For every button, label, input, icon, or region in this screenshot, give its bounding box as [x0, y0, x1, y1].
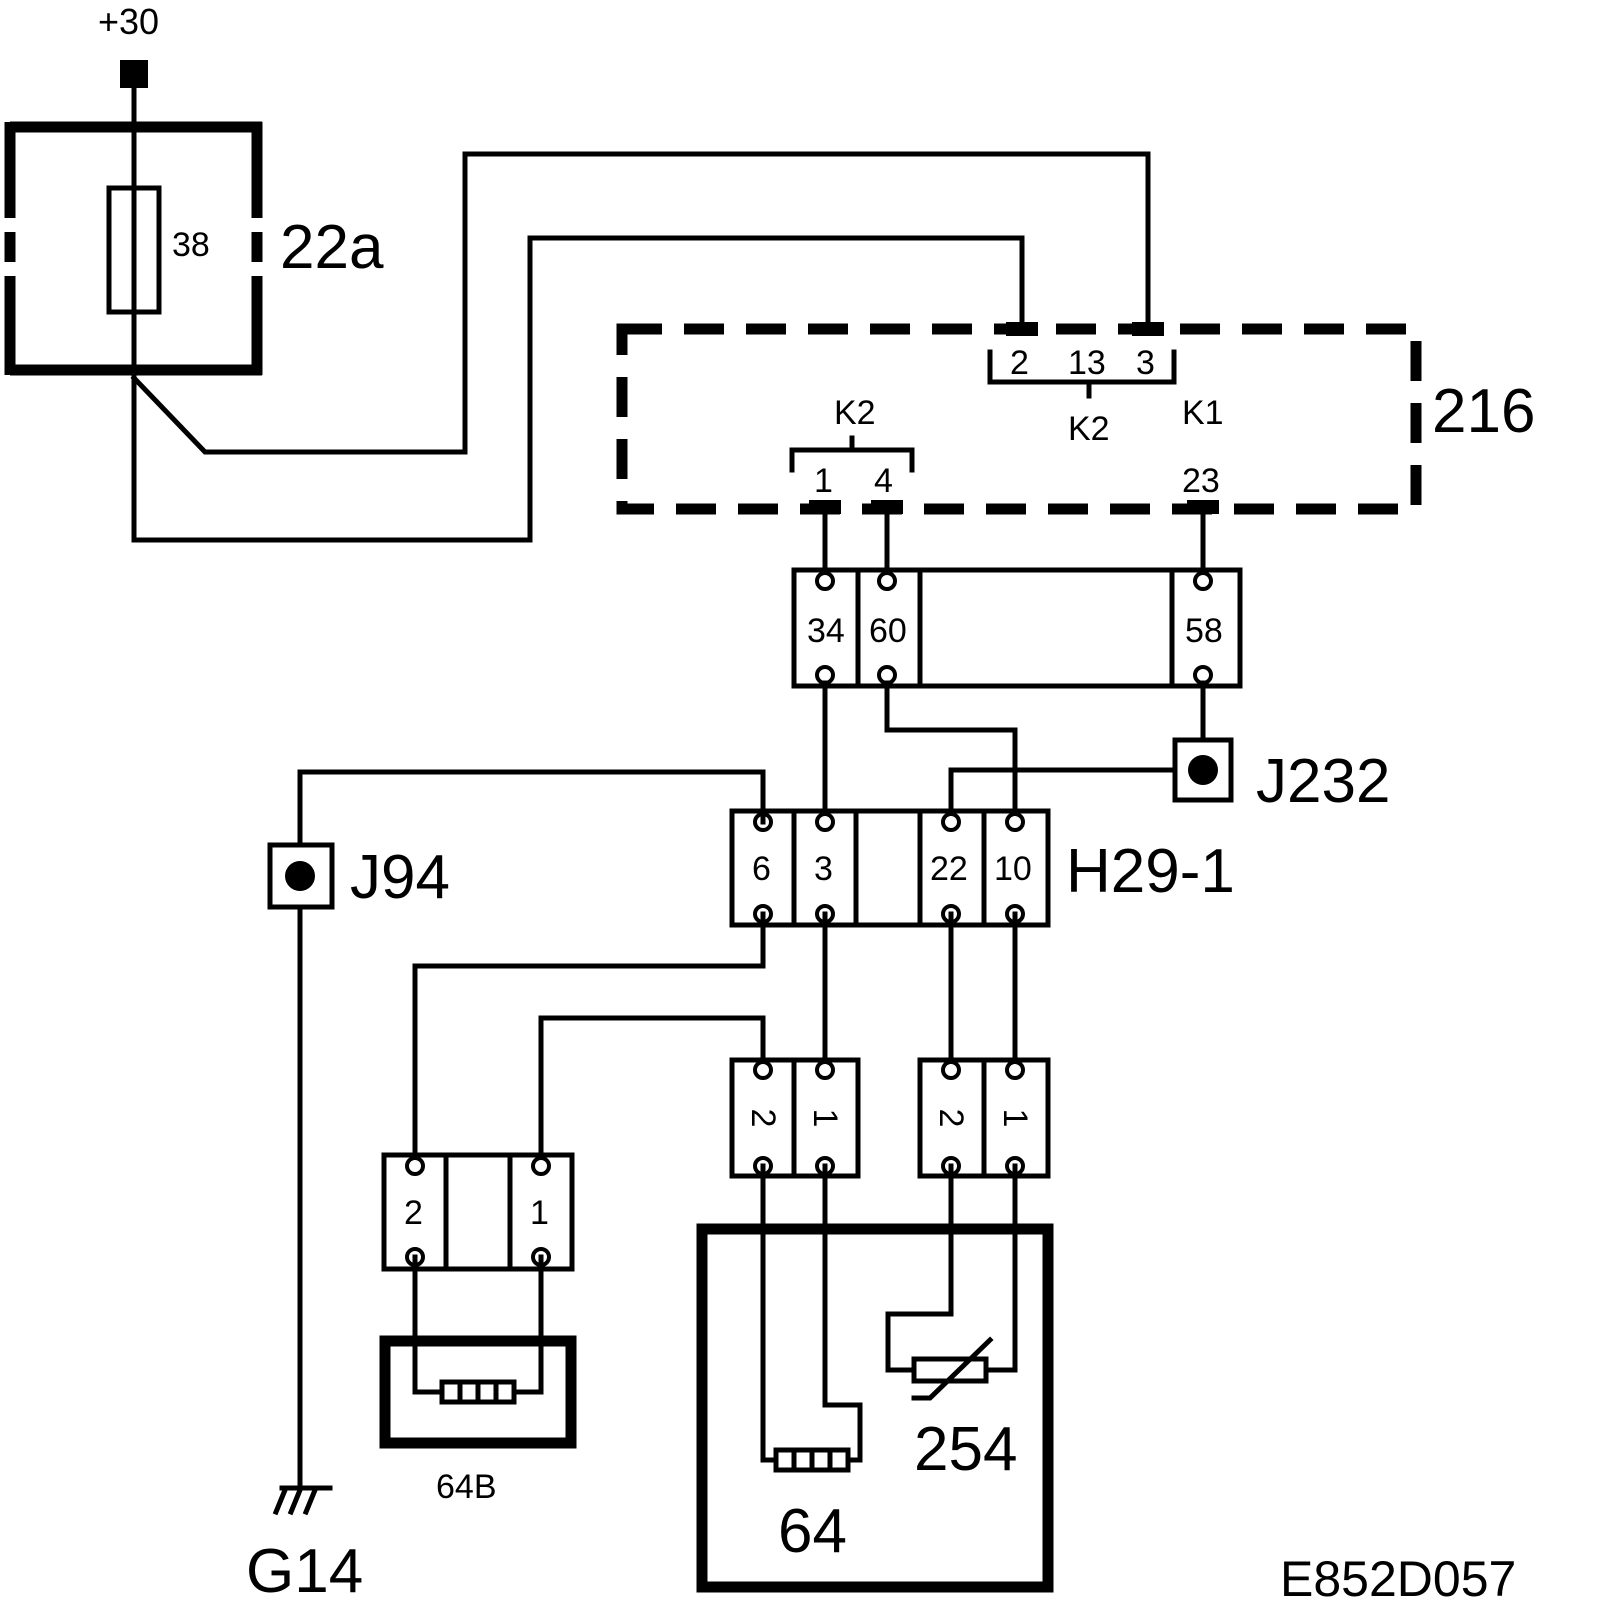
component-64b-label: 64B — [436, 1468, 497, 1506]
wire-6-to-j94 — [297, 769, 766, 848]
module-pin-4-stub — [871, 500, 903, 514]
relay-k2-label-top: K2 — [1068, 410, 1110, 448]
wire-60-to-10 — [884, 680, 1018, 825]
component-64-label: 64 — [778, 1497, 847, 1566]
module-pin-3: 3 — [1136, 344, 1155, 382]
wire-feed — [131, 85, 1025, 543]
relay-k2-bracket-top — [987, 349, 1177, 385]
connector-upper-pin-34: 34 — [807, 612, 845, 650]
connector-upper-pin-58: 58 — [1185, 612, 1223, 650]
diagram-code: E852D057 — [1280, 1551, 1516, 1607]
h29-pin-6: 6 — [752, 850, 771, 888]
h29-label: H29-1 — [1066, 837, 1235, 906]
thermistor-254-icon — [911, 1336, 994, 1401]
wire-254-b — [983, 1163, 1018, 1373]
connector-right-pin-1: 1 — [996, 1109, 1034, 1128]
relay-k1-label: K1 — [1182, 394, 1224, 432]
component-64b-outline — [379, 1335, 577, 1449]
connector-mid-pin-1: 1 — [806, 1109, 844, 1128]
wire-64b — [412, 1254, 445, 1395]
module-pin-23-stub — [1187, 500, 1219, 514]
supply-label: +30 — [98, 1, 159, 42]
module-pin-4: 4 — [874, 462, 893, 500]
connector-left-pin-1: 1 — [530, 1194, 549, 1232]
component-254-label: 254 — [914, 1415, 1017, 1484]
module-pin-3-stub — [1132, 322, 1164, 336]
junction-j94-dot — [285, 861, 315, 891]
junction-j232-label: J232 — [1256, 747, 1390, 816]
connector-mid-pin-2: 2 — [744, 1109, 782, 1128]
junction-j232-dot — [1188, 755, 1218, 785]
junction-j94-label: J94 — [350, 843, 450, 912]
connector-upper — [791, 567, 1243, 689]
wire-254-a — [885, 1163, 954, 1373]
wire-6-to-left-2 — [412, 911, 766, 1169]
wire-left-1-to-mid-2 — [538, 1015, 766, 1169]
module-pin-23: 23 — [1182, 462, 1220, 500]
ground-label: G14 — [246, 1537, 363, 1606]
fuse-label: 38 — [172, 226, 210, 264]
supply-terminal — [120, 60, 148, 88]
wire-64-a — [760, 1163, 779, 1463]
module-pin-13: 13 — [1068, 344, 1106, 382]
h29-pin-10: 10 — [994, 850, 1032, 888]
module-216-label: 216 — [1432, 377, 1535, 446]
heater-element-icon — [439, 1379, 517, 1405]
relay-k2-label-left: K2 — [834, 394, 876, 432]
fuse-box-label: 22a — [280, 213, 384, 282]
connector-upper-pin-60: 60 — [869, 612, 907, 650]
h29-pin-3: 3 — [814, 850, 833, 888]
connector-left-pin-2: 2 — [404, 1194, 423, 1232]
module-pin-1: 1 — [814, 462, 833, 500]
wire-to-pin3 — [130, 151, 1151, 455]
h29-pin-22: 22 — [930, 850, 968, 888]
component-64-housing — [696, 1223, 1054, 1593]
relay-k2-bracket-left — [789, 447, 915, 473]
heater-64-icon — [773, 1447, 851, 1473]
wire-64-b — [822, 1163, 863, 1463]
module-pin-2-stub — [1006, 322, 1038, 336]
module-pin-2: 2 — [1010, 344, 1029, 382]
wire-j232-to-22 — [948, 767, 1178, 825]
connector-right-pin-2: 2 — [932, 1109, 970, 1128]
module-pin-1-stub — [809, 500, 841, 514]
ground-icon — [272, 1485, 333, 1516]
